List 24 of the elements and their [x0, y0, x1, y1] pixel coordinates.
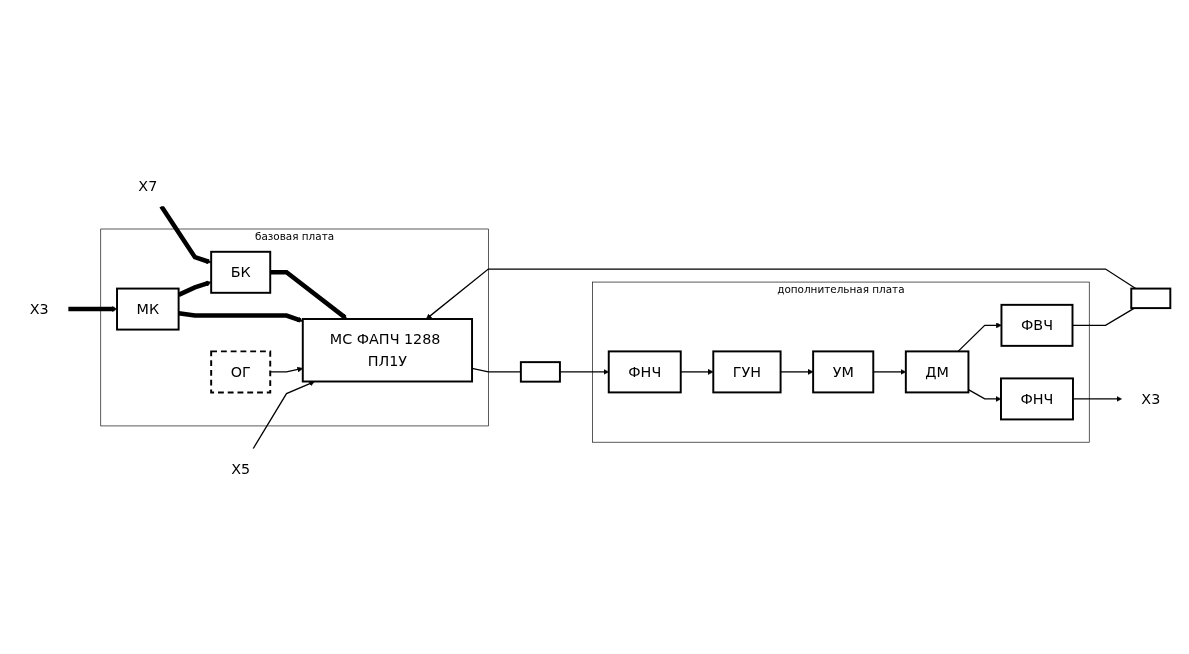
node-box: ФНЧ [999, 376, 1074, 420]
node-text: X3 [1140, 390, 1160, 407]
node-box: МС ФАПЧ 1288 ПЛ1У [301, 317, 473, 382]
node-box: УМ [811, 349, 874, 393]
node-box: ФНЧ [607, 349, 682, 393]
arrow [967, 388, 1001, 402]
node-box: ДМ [904, 349, 969, 393]
node-box: ОГ [209, 349, 271, 393]
arrow [158, 204, 211, 264]
node-box: ФВЧ [1000, 303, 1073, 347]
arrow [251, 380, 315, 449]
node-box: МК [115, 287, 180, 331]
node-box: ГУН [711, 349, 782, 393]
node-box [519, 360, 561, 383]
arrow [872, 368, 906, 375]
node-box [1129, 287, 1171, 309]
node-text: X7 [137, 177, 157, 194]
arrow [425, 267, 1136, 319]
node-text: X3 [29, 300, 49, 317]
arrow [269, 269, 347, 319]
node-box: БК [209, 250, 271, 294]
arrow [269, 366, 303, 373]
node-text: X5 [230, 460, 250, 477]
arrow [67, 305, 117, 312]
